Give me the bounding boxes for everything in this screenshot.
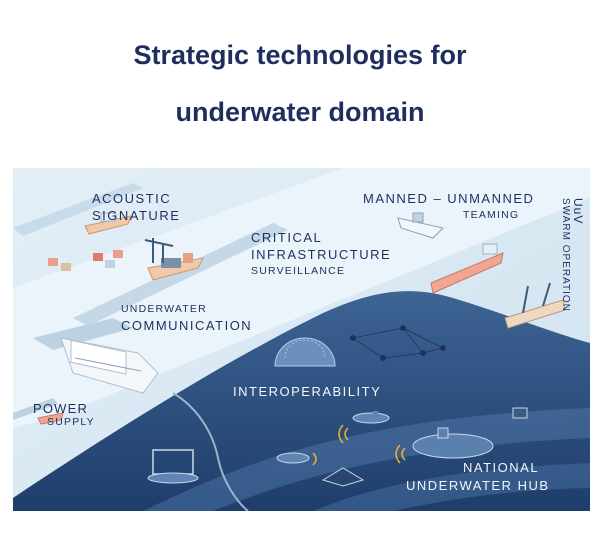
containers-icon	[48, 250, 123, 271]
critical-label-2: INFRASTRUCTURE	[251, 247, 392, 262]
dome-habitat-icon	[274, 337, 336, 367]
seabed-sensor-icon	[321, 467, 365, 487]
power-label-2: SUPPLY	[47, 416, 95, 428]
drone-swarm-icon	[350, 325, 446, 361]
acoustic-label-1: ACOUSTIC	[92, 191, 172, 206]
submarine-icon	[412, 427, 494, 459]
critical-label-1: CRITICAL	[251, 230, 323, 245]
title-line-2: underwater domain	[175, 97, 425, 127]
underwater-station-icon	[147, 449, 199, 484]
illustration-panel: ACOUSTIC SIGNATURE CRITICAL INFRASTRUCTU…	[13, 168, 590, 511]
ocean-illustration	[13, 168, 590, 511]
underwater-drone-icon	[512, 407, 528, 419]
power-label-1: POWER	[33, 401, 89, 416]
cruise-ship-icon	[60, 337, 159, 394]
uuv-label-1: UuV	[571, 198, 585, 225]
title-line-1: Strategic technologies for	[133, 40, 467, 70]
support-vessel-icon	[504, 282, 566, 329]
crane-icon	[144, 238, 174, 263]
uuv-small-icon	[276, 452, 310, 464]
manned-label-1: MANNED – UNMANNED	[363, 191, 535, 206]
ship-acoustic-icon	[84, 212, 132, 235]
sonar-wave-icon	[312, 424, 406, 466]
cargo-ship-icon	[147, 253, 204, 281]
uuv-icon	[352, 411, 390, 424]
critical-label-3: SURVEILLANCE	[251, 265, 346, 277]
uuv-label-2: SWARM OPERATION	[560, 198, 571, 312]
underwater-label-2: COMMUNICATION	[121, 318, 253, 333]
naval-ship-icon	[397, 212, 444, 239]
acoustic-label-2: SIGNATURE	[92, 208, 181, 223]
tanker-ship-icon	[430, 243, 504, 294]
small-boat-icon	[37, 412, 64, 425]
underwater-label-1: UNDERWATER	[121, 303, 207, 315]
national-label-1: NATIONAL	[463, 460, 540, 475]
manned-label-2: TEAMING	[463, 209, 520, 221]
national-label-2: UNDERWATER HUB	[406, 478, 550, 493]
interoperability-label: INTEROPERABILITY	[233, 384, 382, 399]
